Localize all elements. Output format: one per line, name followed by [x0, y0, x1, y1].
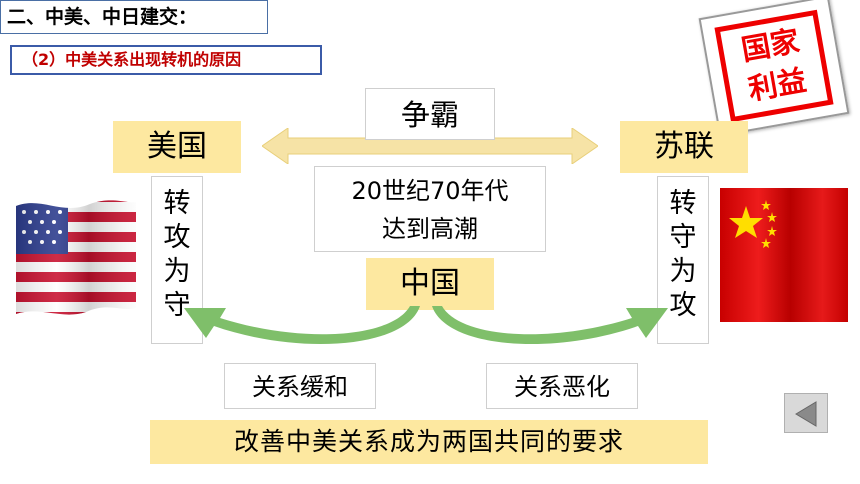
- usa-stance-char: 为: [163, 256, 191, 287]
- conclusion-banner: 改善中美关系成为两国共同的要求: [150, 420, 708, 464]
- ussr-stance-char: 转: [669, 188, 697, 219]
- ussr-stance-char: 为: [669, 256, 697, 287]
- ussr-stance-char: 守: [669, 222, 697, 253]
- back-button[interactable]: [784, 393, 828, 433]
- ussr-stance: 转 守 为 攻: [657, 176, 709, 344]
- usa-label: 美国: [113, 121, 241, 173]
- china-label: 中国: [366, 258, 494, 310]
- usa-stance-char: 攻: [163, 222, 191, 253]
- back-arrow-icon: [795, 401, 817, 427]
- usa-stance-char: 转: [163, 188, 191, 219]
- us-flag-icon: [16, 200, 136, 315]
- era-note-line-1: 20世纪70年代: [351, 177, 509, 205]
- era-note: 20世纪70年代 达到高潮: [314, 166, 546, 252]
- double-arrow-icon: [262, 128, 598, 164]
- era-note-line-2: 达到高潮: [382, 215, 478, 243]
- relation-worsened-label: 关系恶化: [486, 363, 638, 409]
- national-interest-stamp: 国家 利益: [698, 0, 850, 137]
- ussr-label: 苏联: [620, 121, 748, 173]
- ussr-stance-char: 攻: [669, 290, 697, 321]
- rivalry-label: 争霸: [365, 88, 495, 140]
- subsection-heading: （2）中美关系出现转机的原因: [10, 45, 322, 75]
- china-flag-icon: [720, 188, 848, 322]
- usa-stance-char: 守: [163, 290, 191, 321]
- usa-stance: 转 攻 为 守: [151, 176, 203, 344]
- section-heading: 二、中美、中日建交：: [0, 0, 268, 34]
- curved-arrows-icon: [184, 306, 668, 345]
- relation-eased-label: 关系缓和: [224, 363, 376, 409]
